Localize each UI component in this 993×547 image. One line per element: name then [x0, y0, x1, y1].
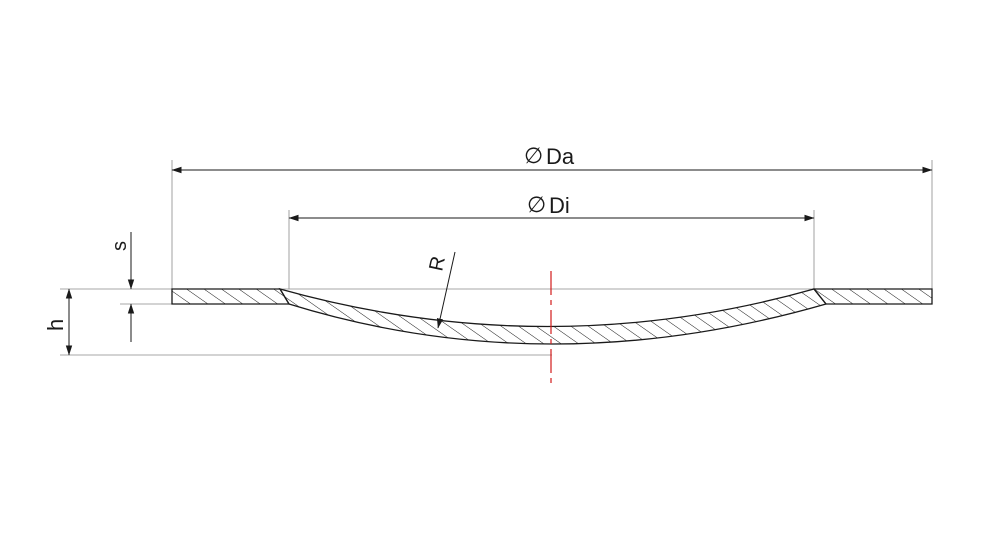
- thickness-label: s: [109, 241, 131, 251]
- inner-diameter-label: Di: [549, 193, 570, 218]
- radius-leader-line: [436, 251, 456, 329]
- dished-center-section: [278, 287, 828, 345]
- inner-diameter-dimension: ∅ Di: [288, 192, 815, 222]
- thickness-dimension: s: [109, 232, 135, 342]
- radius-label: R: [425, 254, 450, 273]
- outer-diameter-label: Da: [546, 144, 575, 169]
- disc-section: [171, 287, 933, 345]
- inner-diameter-symbol: ∅: [527, 192, 546, 217]
- left-flange-section: [171, 288, 291, 305]
- outer-diameter-symbol: ∅: [524, 143, 543, 168]
- right-flange-section: [812, 288, 933, 305]
- outer-diameter-dimension: ∅ Da: [171, 143, 933, 174]
- height-dimension: h: [43, 288, 73, 356]
- height-label: h: [43, 319, 68, 331]
- radius-dimension: R: [425, 251, 456, 329]
